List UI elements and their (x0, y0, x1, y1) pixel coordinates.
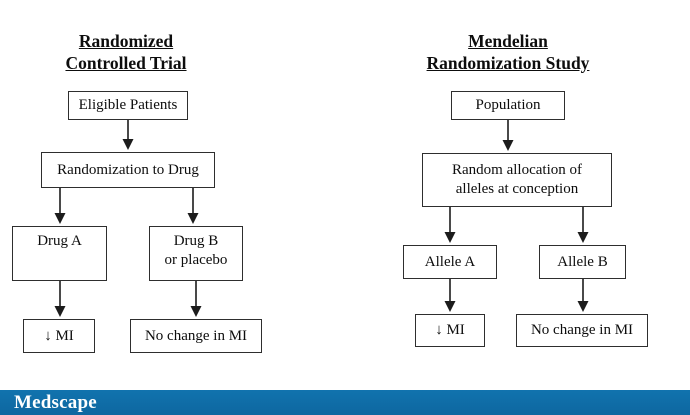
node-decreased-mi-left: ↓ MI (23, 319, 95, 353)
arrow-randomization-to-drug-b (187, 188, 199, 224)
node-no-change-mi-left-label: No change in MI (144, 327, 248, 344)
arrow-drug-b-to-no-change (190, 281, 202, 317)
mrs-title-line1: Mendelian (468, 31, 548, 51)
arrow-allele-b-to-no-change (577, 279, 589, 312)
rct-title-line1: Randomized (78, 31, 174, 51)
node-population-label: Population (475, 97, 541, 113)
node-no-change-mi-left: No change in MI (130, 319, 262, 353)
node-allele-a-label: Allele A (424, 253, 476, 270)
mrs-title-line2: Randomization Study (426, 53, 590, 73)
arrow-drug-a-to-mi (54, 281, 66, 317)
node-no-change-mi-right-label: No change in MI (530, 322, 634, 338)
arrow-allocation-to-allele-a (444, 207, 456, 243)
node-drug-a-label: Drug A (37, 233, 82, 249)
node-drug-b-line2: or placebo (164, 252, 228, 268)
node-population: Population (451, 91, 565, 120)
node-random-allocation-line2: alleles at conception (455, 181, 579, 197)
node-no-change-mi-right: No change in MI (516, 314, 648, 347)
node-allele-b-label: Allele B (557, 253, 608, 270)
node-allele-b: Allele B (539, 245, 626, 279)
arrow-population-to-allocation (502, 120, 514, 151)
medscape-footer-bar: Medscape (0, 390, 690, 415)
rct-title: Randomized Controlled Trial (26, 30, 226, 74)
node-allele-a: Allele A (403, 245, 497, 279)
node-drug-a: Drug A (12, 226, 107, 281)
rct-title-line2: Controlled Trial (65, 53, 187, 73)
arrow-allele-a-to-mi (444, 279, 456, 312)
node-drug-b-line1: Drug B (173, 233, 219, 249)
node-randomization-to-drug-label: Randomization to Drug (57, 161, 199, 178)
node-decreased-mi-right-label: ↓ MI (435, 322, 465, 338)
node-random-allocation: Random allocation of alleles at concepti… (422, 153, 612, 207)
node-eligible-patients: Eligible Patients (68, 91, 188, 120)
node-randomization-to-drug: Randomization to Drug (41, 152, 215, 188)
node-decreased-mi-left-label: ↓ MI (44, 327, 74, 344)
arrow-eligible-to-randomization (122, 120, 134, 150)
medscape-logo: Medscape (14, 391, 97, 413)
arrow-allocation-to-allele-b (577, 207, 589, 243)
arrow-randomization-to-drug-a (54, 188, 66, 224)
node-eligible-patients-label: Eligible Patients (78, 97, 178, 113)
node-random-allocation-line1: Random allocation of (452, 162, 582, 178)
mrs-title: Mendelian Randomization Study (398, 30, 618, 74)
node-drug-b-or-placebo: Drug B or placebo (149, 226, 243, 281)
node-decreased-mi-right: ↓ MI (415, 314, 485, 347)
